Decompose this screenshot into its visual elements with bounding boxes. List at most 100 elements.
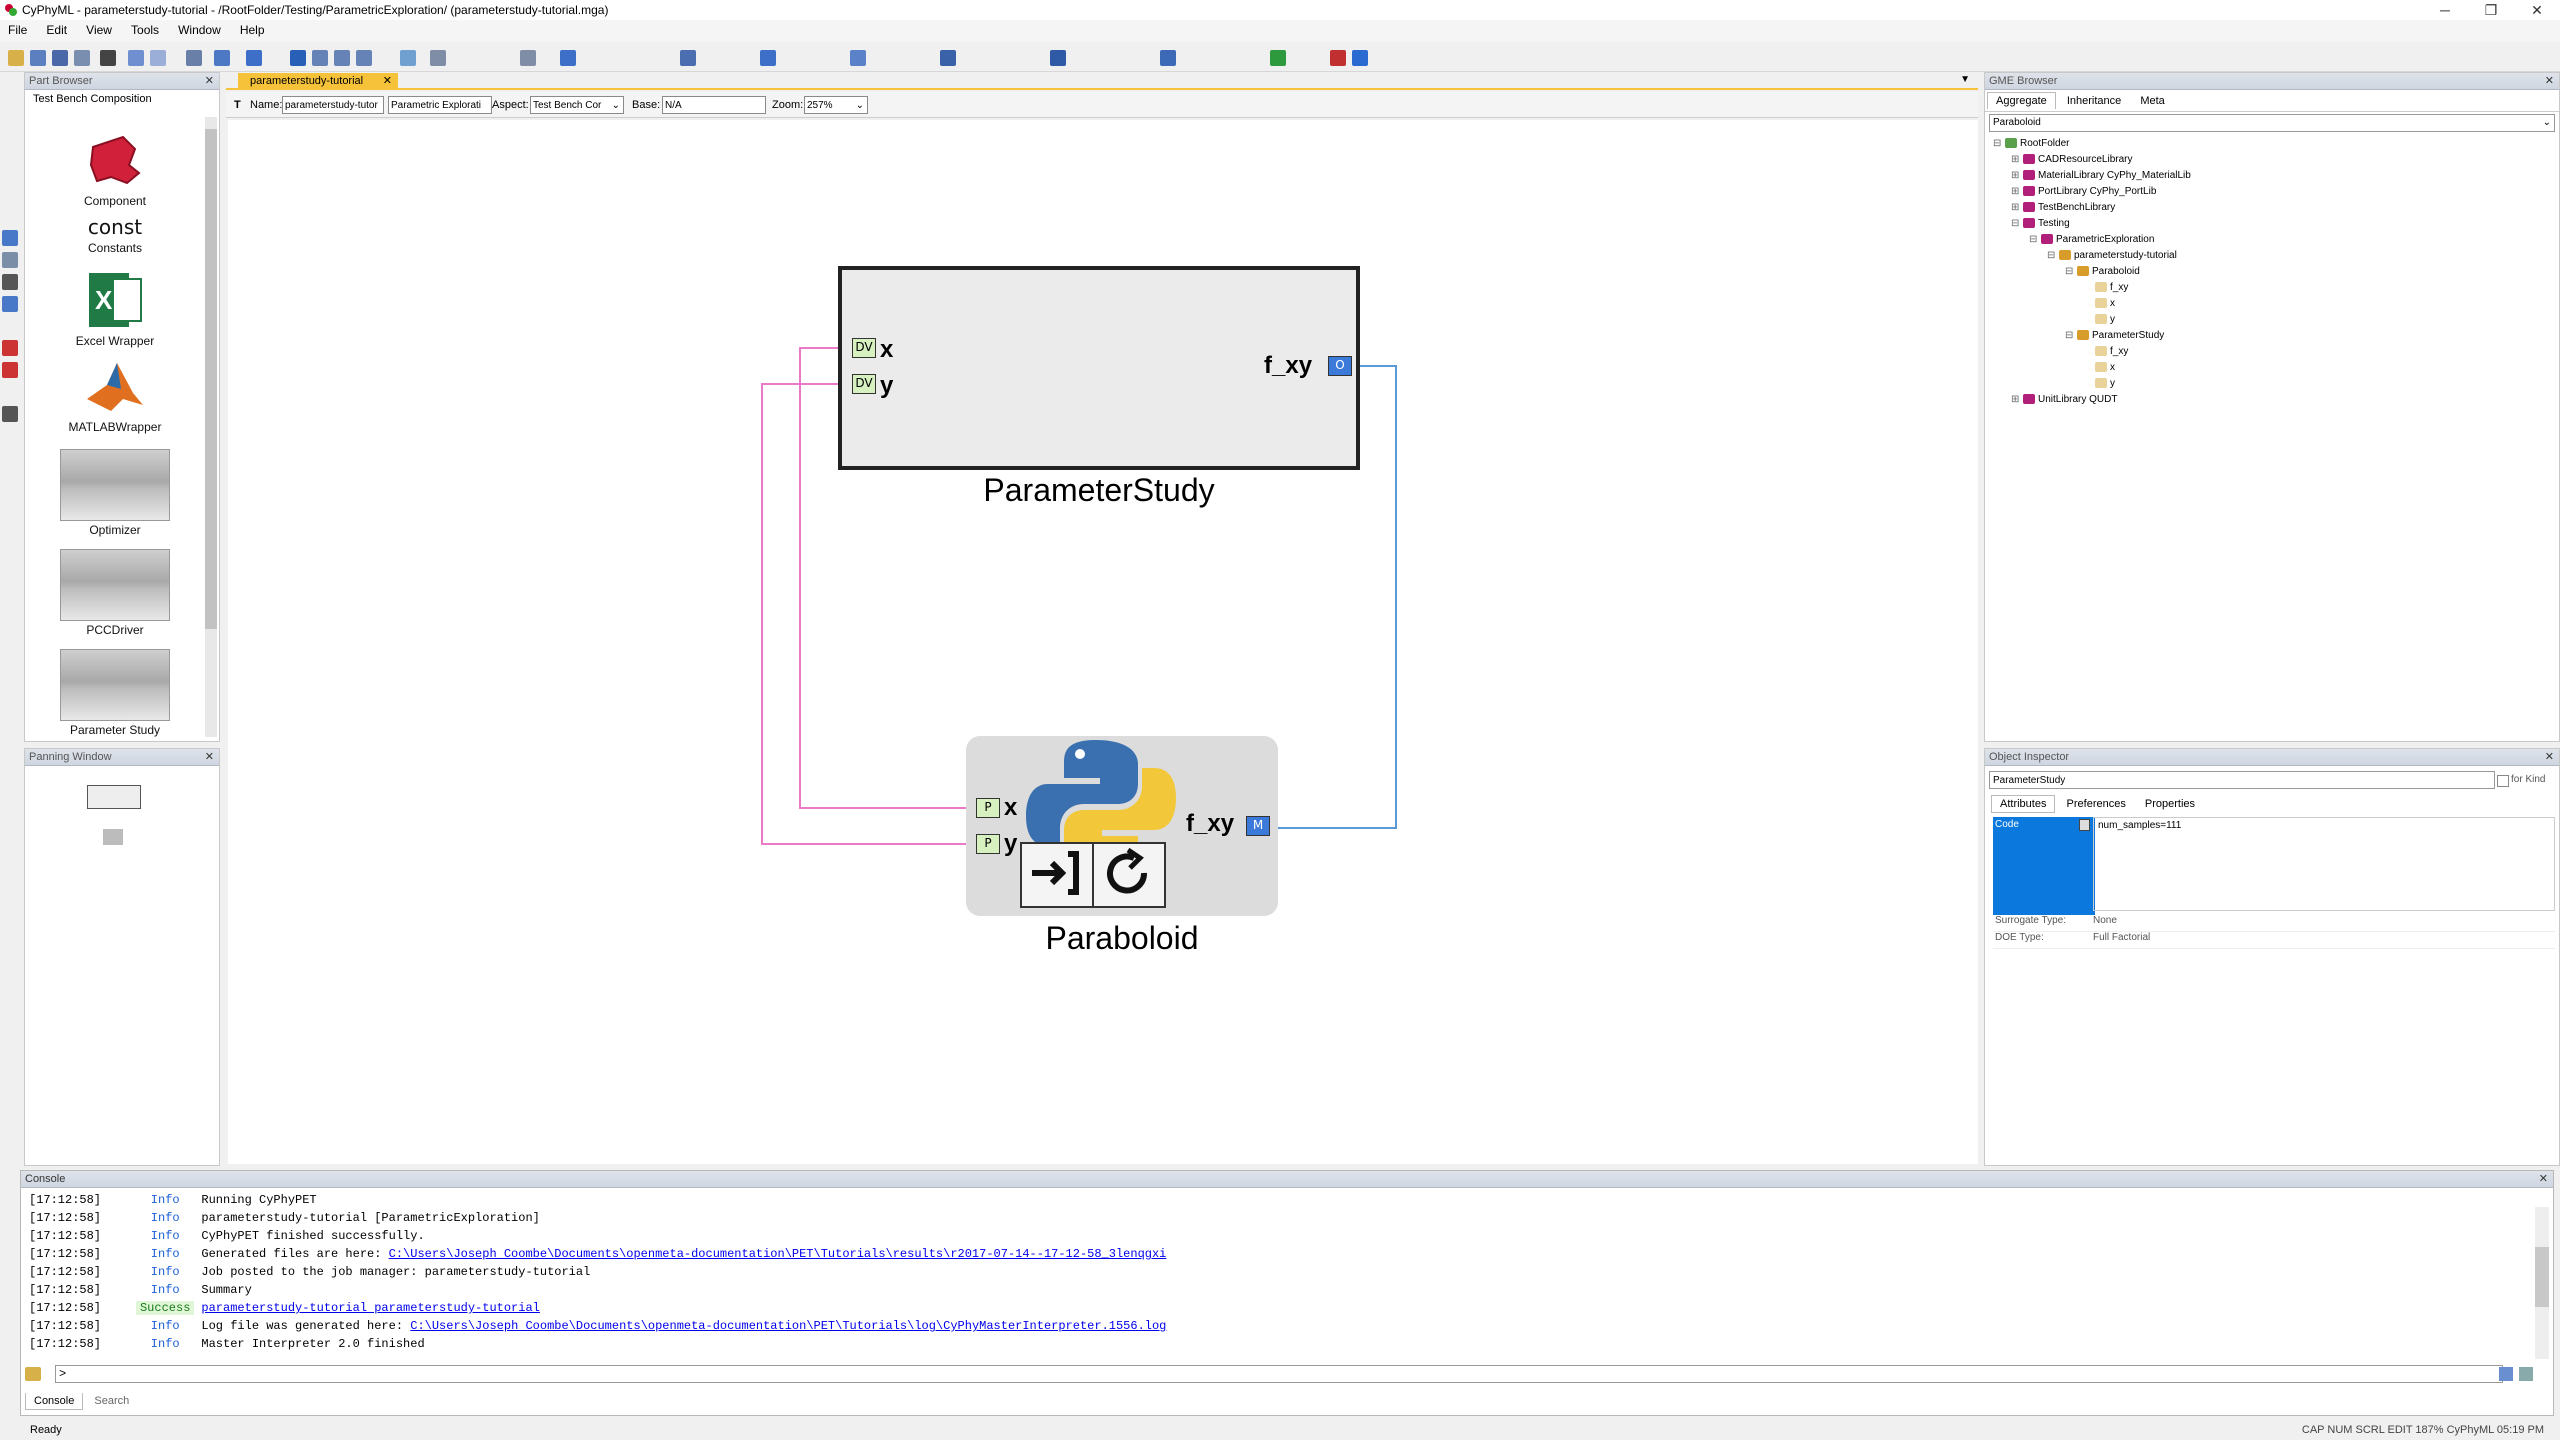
back-icon[interactable]: [2, 230, 18, 246]
log-link[interactable]: C:\Users\Joseph Coombe\Documents\openmet…: [388, 1247, 1167, 1261]
tree-item[interactable]: ⊟parameterstudy-tutorial: [2047, 250, 2177, 261]
interpreter-icon[interactable]: [560, 50, 576, 66]
tab-preferences[interactable]: Preferences: [2066, 798, 2126, 810]
menu-edit[interactable]: Edit: [46, 23, 68, 37]
zoom-mode-icon[interactable]: [312, 50, 328, 66]
connect-mode-icon[interactable]: [334, 50, 350, 66]
tree-item[interactable]: ⊟Paraboloid: [2065, 266, 2140, 277]
code-attribute-value[interactable]: num_samples=111: [2093, 817, 2555, 911]
tree-item[interactable]: ⊟RootFolder: [1993, 138, 2069, 149]
open-icon[interactable]: [30, 50, 46, 66]
refresh-icon[interactable]: [214, 50, 230, 66]
tab-search[interactable]: Search: [94, 1395, 130, 1407]
expand-toggle-icon[interactable]: ⊞: [2011, 170, 2020, 181]
print-icon[interactable]: [74, 50, 90, 66]
new-icon[interactable]: [8, 50, 24, 66]
port-tag[interactable]: P: [976, 798, 1000, 818]
expand-toggle-icon[interactable]: ⊞: [2011, 394, 2020, 405]
tab-aggregate[interactable]: Aggregate: [1987, 92, 2056, 109]
chart-icon[interactable]: [1160, 50, 1176, 66]
part-parameter-study[interactable]: Parameter Study: [35, 649, 195, 737]
menu-tools[interactable]: Tools: [131, 23, 160, 37]
for-kind-checkbox[interactable]: [2497, 775, 2509, 787]
tree-item[interactable]: y: [2083, 378, 2115, 389]
clear-icon[interactable]: [2519, 1367, 2533, 1381]
base-field[interactable]: N/A: [662, 96, 766, 114]
close-icon[interactable]: ✕: [2538, 1173, 2548, 1185]
menu-file[interactable]: File: [8, 23, 28, 37]
tree-item[interactable]: ⊟Testing: [2011, 218, 2070, 229]
tab-console[interactable]: Console: [25, 1393, 84, 1410]
attribute-row[interactable]: DOE Type: Full Factorial: [1993, 932, 2555, 949]
tree-item[interactable]: ⊞PortLibrary CyPhy_PortLib: [2011, 186, 2156, 197]
home-icon[interactable]: [2, 274, 18, 290]
vehicle-icon[interactable]: [940, 50, 956, 66]
tab-properties[interactable]: Properties: [2144, 798, 2196, 810]
aspect-select[interactable]: Test Bench Cor⌄: [530, 96, 624, 114]
table-icon[interactable]: [1050, 50, 1066, 66]
undo-icon[interactable]: [128, 50, 144, 66]
tree-item[interactable]: ⊞TestBenchLibrary: [2011, 202, 2115, 213]
tab-meta[interactable]: Meta: [2140, 95, 2165, 107]
tree-item[interactable]: ⊟ParametricExploration: [2029, 234, 2154, 245]
pin-icon[interactable]: [2, 406, 18, 422]
expand-toggle-icon[interactable]: ⊟: [2065, 330, 2074, 341]
save-icon[interactable]: [52, 50, 68, 66]
menu-view[interactable]: View: [86, 23, 112, 37]
expand-toggle-icon[interactable]: ⊞: [2011, 202, 2020, 213]
attribute-row[interactable]: Surrogate Type: None: [1993, 915, 2555, 932]
code-attribute-label[interactable]: Code: [1993, 817, 2095, 915]
close-icon[interactable]: ✕: [2544, 75, 2554, 87]
close-icon[interactable]: ✕: [2544, 751, 2554, 763]
parameter-study-block[interactable]: DV x DV y f_xy O: [838, 266, 1360, 470]
part-browser-scrollbar[interactable]: [205, 117, 217, 737]
tree-item[interactable]: ⊞MaterialLibrary CyPhy_MaterialLib: [2011, 170, 2191, 181]
part-component[interactable]: Component: [35, 129, 195, 208]
delete-icon[interactable]: [100, 50, 116, 66]
run-script-icon[interactable]: [2499, 1367, 2513, 1381]
tree-item[interactable]: y: [2083, 314, 2115, 325]
tab-attributes[interactable]: Attributes: [1991, 795, 2056, 813]
redo-icon[interactable]: [150, 50, 166, 66]
part-constants[interactable]: const Constants: [35, 215, 195, 255]
part-excel-wrapper[interactable]: X Excel Wrapper: [35, 271, 195, 348]
tree-item[interactable]: ⊞CADResourceLibrary: [2011, 154, 2132, 165]
tab-parameterstudy-tutorial[interactable]: parameterstudy-tutorial ✕: [238, 73, 398, 90]
port-tag[interactable]: DV: [852, 338, 876, 358]
port-tag[interactable]: P: [976, 834, 1000, 854]
log-link[interactable]: parameterstudy-tutorial parameterstudy-t…: [201, 1301, 540, 1315]
up-icon[interactable]: [2, 296, 18, 312]
chevron-down-icon[interactable]: ▼: [1960, 74, 1970, 85]
run-icon[interactable]: [1270, 50, 1286, 66]
object-name-field[interactable]: ParameterStudy: [1989, 771, 2495, 789]
wire-y[interactable]: [761, 383, 976, 845]
stop-icon[interactable]: [1330, 50, 1346, 66]
part-pccdriver[interactable]: PCCDriver: [35, 549, 195, 637]
forward-icon[interactable]: [2, 252, 18, 268]
expand-toggle-icon[interactable]: ⊟: [2011, 218, 2020, 229]
grid-icon[interactable]: [430, 50, 446, 66]
folder-icon[interactable]: [25, 1367, 41, 1381]
check-icon[interactable]: [760, 50, 776, 66]
disconnect-mode-icon[interactable]: [356, 50, 372, 66]
panel-icon[interactable]: [680, 50, 696, 66]
kind-field[interactable]: Parametric Explorati: [388, 96, 492, 114]
expand-toggle-icon[interactable]: ⊞: [2011, 186, 2020, 197]
port-tag[interactable]: DV: [852, 374, 876, 394]
pointer-mode-icon[interactable]: [290, 50, 306, 66]
close-tab-icon[interactable]: ✕: [382, 75, 392, 87]
tree-item[interactable]: ⊟ParameterStudy: [2065, 330, 2164, 341]
part-matlab-wrapper[interactable]: MATLABWrapper: [35, 359, 195, 434]
browser-filter-select[interactable]: Paraboloid⌄: [1989, 114, 2555, 132]
remove-icon[interactable]: [2, 340, 18, 356]
align-icon[interactable]: [520, 50, 536, 66]
tree-item[interactable]: ⊞UnitLibrary QUDT: [2011, 394, 2117, 405]
console-input[interactable]: >: [55, 1365, 2503, 1383]
close-icon[interactable]: ✕: [204, 751, 214, 763]
maximize-button[interactable]: ❐: [2484, 2, 2498, 18]
expand-toggle-icon[interactable]: ⊞: [2011, 154, 2020, 165]
part-optimizer[interactable]: Optimizer: [35, 449, 195, 537]
expand-icon[interactable]: [2079, 819, 2090, 831]
tab-inheritance[interactable]: Inheritance: [2066, 95, 2122, 107]
wire-f-xy[interactable]: [1266, 365, 1397, 829]
